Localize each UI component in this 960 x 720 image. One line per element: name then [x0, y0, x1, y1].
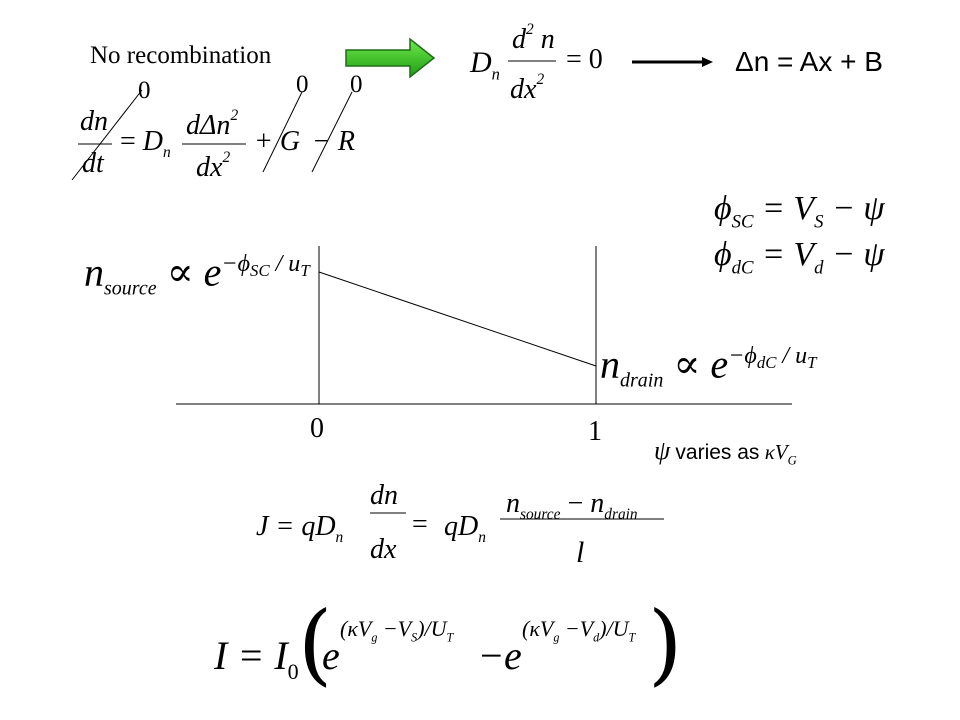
phi-sc-eq: ϕSC = VS − ψ [714, 190, 885, 233]
eq-equals: = Dn [120, 126, 171, 161]
I-exp2: (κVg −Vd)/UT [522, 616, 636, 645]
carrier-profile-line [318, 271, 597, 367]
J-dx: dx [370, 534, 397, 565]
steady-eq-zero: = 0 [566, 44, 603, 75]
zero-R: 0 [350, 71, 363, 98]
linear-solution: Δn = Ax + B [735, 46, 883, 77]
I-exp1: (κVg −VS)/UT [340, 616, 454, 645]
n-drain-label: ndrain ∝ e−ϕdC / uT [600, 341, 817, 392]
strike-R [311, 91, 353, 173]
I-minus: − [480, 633, 503, 678]
n-source-label: nsource ∝ e−ϕSC / uT [84, 249, 310, 300]
eq-dt: dt [82, 148, 104, 179]
open-paren: ( [298, 592, 333, 695]
tick-1: 1 [588, 416, 602, 447]
strike-dn-dt [71, 89, 143, 181]
implies-arrow-icon [702, 57, 713, 67]
J-lhs: J = qDn [256, 511, 344, 546]
zero-G: 0 [296, 71, 309, 98]
phi-dc-eq: ϕdC = Vd − ψ [714, 236, 885, 279]
J-equals: = [412, 509, 428, 540]
eq-d-delta-n: dΔn2 [186, 107, 239, 141]
tick-0: 0 [310, 413, 324, 444]
no-recombination-label: No recombination [90, 42, 272, 69]
eq-dn: dn [80, 106, 108, 137]
eq-dx2: dx2 [196, 149, 231, 183]
I-e2: e [504, 633, 522, 678]
eq-minus-R: − R [312, 126, 355, 157]
steady-dx2: dx2 [510, 71, 545, 105]
I-e1: e [322, 633, 340, 678]
J-dn: dn [370, 480, 398, 511]
green-arrow-icon [345, 37, 436, 79]
I-lhs: I = I0 [214, 633, 299, 684]
eq-plus-G: + G [254, 126, 301, 157]
close-paren: ) [648, 592, 683, 695]
J-denominator: l [576, 536, 585, 569]
J-numerator: nsource − ndrain [506, 488, 638, 523]
steady-D: Dn [470, 46, 500, 84]
psi-varies-note: ψ varies as κVG [654, 436, 797, 468]
strike-G [262, 91, 303, 173]
steady-d2n: d2 n [512, 21, 555, 55]
zero-dn-dt: 0 [138, 77, 151, 104]
J-qDn: qDn [444, 511, 486, 546]
